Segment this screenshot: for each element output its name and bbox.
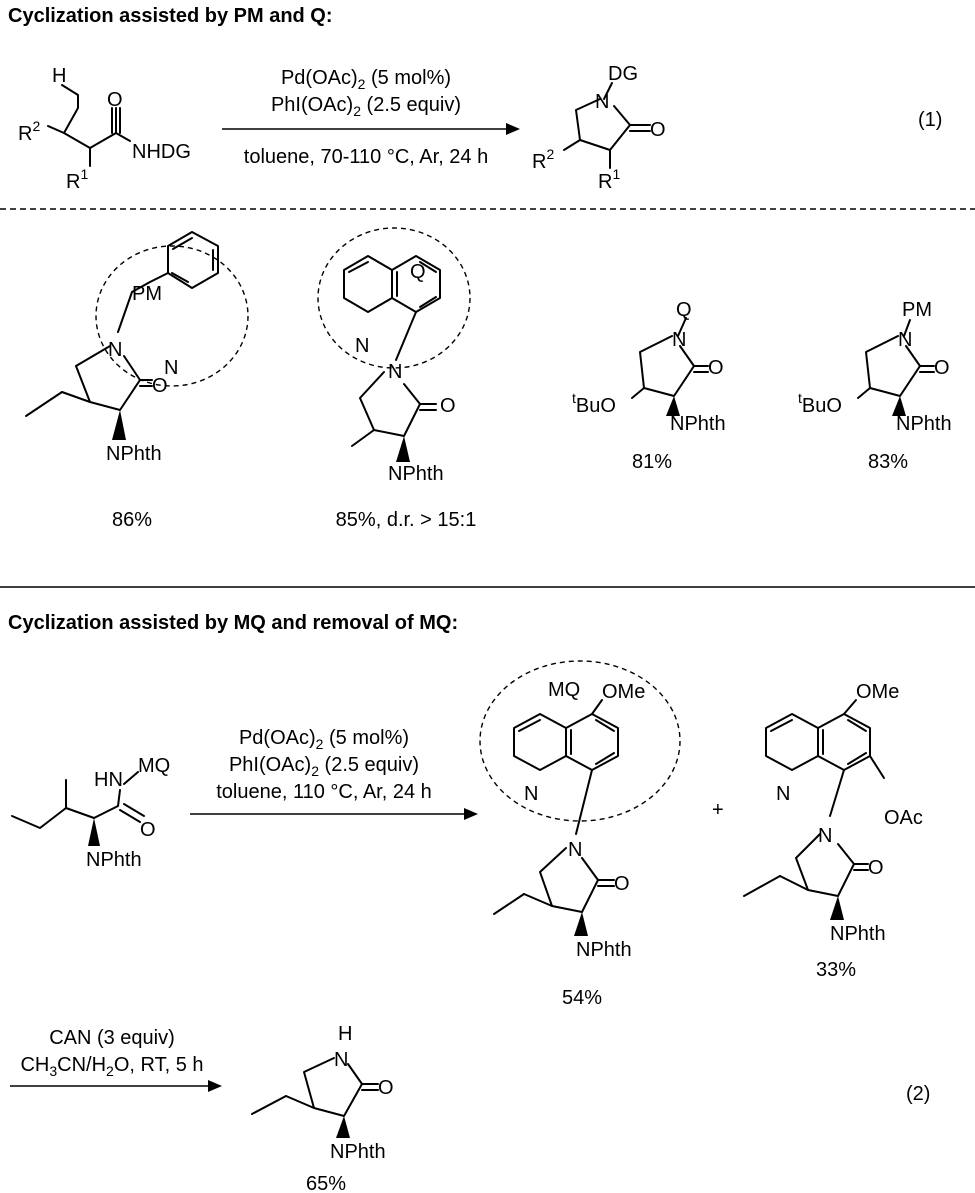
quinoline-nitrogen: N xyxy=(776,783,790,805)
pm-label: PM xyxy=(132,283,162,305)
condition-oxidant: PhI(OAc)2 (2.5 equiv) xyxy=(271,94,461,119)
product-lactam: N DG O R2 R1 xyxy=(532,63,666,193)
carbonyl-oxygen: O xyxy=(614,873,630,895)
nphth-group: NPhth xyxy=(330,1141,386,1163)
yield-example-2: 85%, d.r. > 15:1 xyxy=(336,509,477,531)
condition-solvent-temp: toluene, 70-110 °C, Ar, 24 h xyxy=(244,146,488,168)
nphth-group: NPhth xyxy=(670,413,726,435)
lactam-nitrogen: N xyxy=(388,361,402,383)
ome-group: OMe xyxy=(856,681,899,703)
nphth-group: NPhth xyxy=(86,849,142,871)
removal-reagent: CAN (3 equiv) xyxy=(49,1027,175,1049)
nphth-group: NPhth xyxy=(106,443,162,465)
example-q-otbu: N Q O tBuO NPhth 81% xyxy=(572,299,726,473)
product-mq-lactam: MQ OMe N N O NPhth 54% xyxy=(479,660,681,1009)
mq-highlight-circle xyxy=(479,660,681,822)
q-label: Q xyxy=(410,261,426,283)
quinoline-nitrogen: N xyxy=(355,335,369,357)
nphth-group: NPhth xyxy=(830,923,886,945)
yield-example-3: 81% xyxy=(632,451,672,473)
nphth-group: NPhth xyxy=(388,463,444,485)
yield-product-a: 54% xyxy=(562,987,602,1009)
ome-group: OMe xyxy=(602,681,645,703)
nhdg-group: NHDG xyxy=(132,141,191,163)
nphth-group: NPhth xyxy=(576,939,632,961)
section1-title: Cyclization assisted by PM and Q: xyxy=(8,5,333,27)
substrate-mq-amide: HN MQ O NPhth xyxy=(11,755,170,871)
r1-group: R1 xyxy=(598,166,620,193)
pyridine-nitrogen: N xyxy=(164,357,178,379)
example-pm-otbu: N PM O tBuO NPhth 83% xyxy=(798,299,952,473)
example-q-methyl: Q N N O NPhth 85%, d.r. > 15:1 xyxy=(317,227,477,531)
yield-product-c: 65% xyxy=(306,1173,346,1193)
hydrogen-atom: H xyxy=(52,65,66,87)
dg-label: DG xyxy=(608,63,638,85)
hn-group: HN xyxy=(94,769,123,791)
condition-catalyst: Pd(OAc)2 (5 mol%) xyxy=(239,727,409,752)
r2-group: R2 xyxy=(18,118,40,145)
lactam-nitrogen: N xyxy=(898,329,912,351)
yield-product-b: 33% xyxy=(816,959,856,981)
removal-conditions: CH3CN/H2O, RT, 5 h xyxy=(20,1054,203,1079)
carbonyl-oxygen: O xyxy=(378,1077,394,1099)
product-free-lactam: H N O NPhth 65% xyxy=(251,1023,394,1193)
pm-label: PM xyxy=(902,299,932,321)
oac-group: OAc xyxy=(884,807,923,829)
condition-oxidant: PhI(OAc)2 (2.5 equiv) xyxy=(229,754,419,779)
example-pm-ethyl: PM N O N NPhth 86% xyxy=(25,231,249,531)
yield-example-4: 83% xyxy=(868,451,908,473)
nphth-group: NPhth xyxy=(896,413,952,435)
tbuo-group: tBuO xyxy=(572,390,616,417)
carbonyl-oxygen: O xyxy=(868,857,884,879)
mq-label: MQ xyxy=(138,755,170,777)
mq-label: MQ xyxy=(548,679,580,701)
substrate-amide: H R2 R1 O NHDG xyxy=(18,65,191,193)
condition-solvent-temp: toluene, 110 °C, Ar, 24 h xyxy=(216,781,432,803)
lactam-nitrogen: N xyxy=(818,825,832,847)
r1-group: R1 xyxy=(66,166,88,193)
q-label: Q xyxy=(676,299,692,321)
product-oac-lactam: OMe N OAc N O NPhth 33% xyxy=(743,681,923,981)
condition-catalyst: Pd(OAc)2 (5 mol%) xyxy=(281,67,451,92)
carbonyl-oxygen: O xyxy=(934,357,950,379)
tbuo-group: tBuO xyxy=(798,390,842,417)
carbonyl-oxygen: O xyxy=(140,819,156,841)
lactam-nitrogen: N xyxy=(672,329,686,351)
reaction-arrow-3 xyxy=(10,1080,222,1092)
q-highlight-circle xyxy=(317,227,471,369)
equation-number-1: (1) xyxy=(918,109,942,131)
carbonyl-oxygen: O xyxy=(650,119,666,141)
plus-sign: + xyxy=(712,799,724,821)
lactam-nitrogen: N xyxy=(595,91,609,113)
quinoline-nitrogen: N xyxy=(524,783,538,805)
yield-example-1: 86% xyxy=(112,509,152,531)
equation-number-2: (2) xyxy=(906,1083,930,1105)
nh-hydrogen: H xyxy=(338,1023,352,1045)
lactam-nitrogen: N xyxy=(334,1049,348,1071)
carbonyl-oxygen: O xyxy=(152,375,168,397)
carbonyl-oxygen: O xyxy=(440,395,456,417)
carbonyl-oxygen: O xyxy=(107,89,123,111)
lactam-nitrogen: N xyxy=(568,839,582,861)
r2-group: R2 xyxy=(532,146,554,173)
reaction-arrow-2 xyxy=(190,808,478,820)
pm-highlight-circle xyxy=(95,245,249,387)
section2-title: Cyclization assisted by MQ and removal o… xyxy=(8,612,458,634)
lactam-nitrogen: N xyxy=(108,339,122,361)
reaction-arrow-1 xyxy=(222,123,520,135)
carbonyl-oxygen: O xyxy=(708,357,724,379)
